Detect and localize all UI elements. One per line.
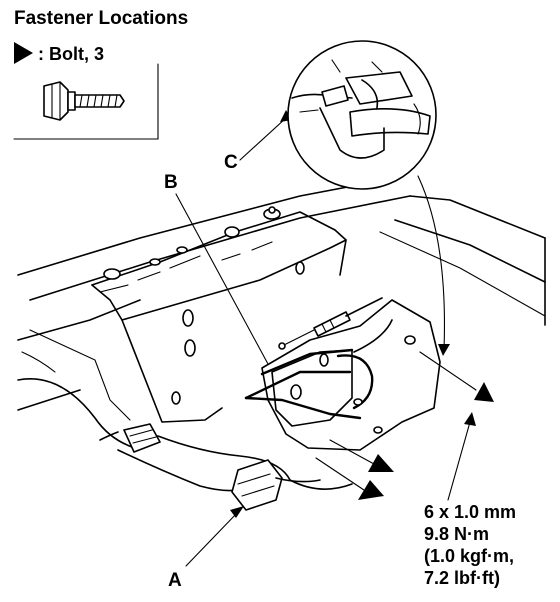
torque-arrowhead [464,412,476,426]
callout-c: C [224,152,238,173]
legend: : Bolt, 3 [13,42,159,140]
detail-leader-arrowhead [438,344,450,356]
bolt-markers [315,351,494,500]
hood-latch-assembly [231,297,441,511]
bolt-marker-3-icon [474,382,494,402]
legend-frame [13,63,159,140]
harness-connector [123,423,161,453]
diagram-title: Fastener Locations [14,8,188,29]
release-cable [278,297,383,350]
torque-lbfft: 7.2 lbf·ft) [424,568,500,588]
legend-bolt-label: : Bolt, 3 [38,44,104,64]
bolt-marker-1-icon [368,454,394,472]
detail-view [287,40,437,190]
flange-bolt-icon [43,81,125,121]
bolt-marker-2-icon [358,480,384,500]
triangle-right-icon [14,42,33,64]
torque-kgfm: (1.0 kgf·m, [424,546,514,566]
body-panels [17,177,546,423]
torque-nm: 9.8 N·m [424,524,489,544]
callout-a-arrowhead [230,506,244,518]
latch-switch [231,459,321,511]
callout-b: B [164,172,178,193]
torque-size: 6 x 1.0 mm [424,502,516,522]
callout-a: A [168,570,182,591]
torque-spec: 6 x 1.0 mm 9.8 N·m (1.0 kgf·m, 7.2 lbf·f… [424,502,516,588]
